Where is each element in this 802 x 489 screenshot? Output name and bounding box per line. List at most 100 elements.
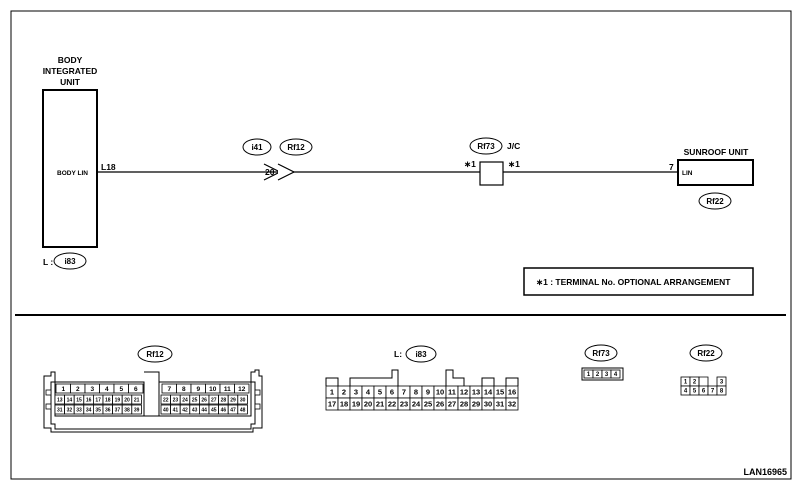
rf12-pin-cell-48 bbox=[237, 404, 248, 415]
rf12-pin-number-7: 7 bbox=[167, 386, 171, 393]
sunroof-terminal: 7 bbox=[669, 162, 674, 172]
i83-pin-number-4: 4 bbox=[366, 388, 371, 397]
i83-pin-number-32: 32 bbox=[508, 400, 516, 409]
rf12-pin-number-40: 40 bbox=[163, 407, 169, 413]
rf12-pin-number-11: 11 bbox=[224, 386, 231, 393]
i83-pin-number-11: 11 bbox=[448, 388, 456, 397]
sunroof-lin-label: LIN bbox=[682, 170, 693, 177]
rf12-pin-number-42: 42 bbox=[182, 407, 188, 413]
i83-pin-number-19: 19 bbox=[352, 400, 360, 409]
rf22-pin-number-6: 6 bbox=[702, 389, 706, 395]
rf12-latch-left-2 bbox=[45, 403, 52, 410]
rf12-pin-cell-39 bbox=[131, 404, 142, 415]
connector-rf73-label: Rf73 bbox=[477, 142, 495, 151]
rf73-pin-number-3: 3 bbox=[605, 372, 609, 378]
i83-pin-number-9: 9 bbox=[426, 388, 430, 397]
i83-pin-number-29: 29 bbox=[472, 400, 480, 409]
joint-connector-box bbox=[479, 161, 504, 186]
rf73-pin-number-4: 4 bbox=[614, 372, 618, 378]
i83-housing-keys bbox=[325, 369, 519, 386]
rf73-pin-number-1: 1 bbox=[587, 372, 591, 378]
i83-view-label: i83 bbox=[415, 350, 427, 359]
rf12-pin-cell-30 bbox=[237, 394, 248, 405]
body-unit-box bbox=[42, 89, 98, 248]
body-unit-title-line-2: INTEGRATED bbox=[43, 66, 98, 76]
note-box bbox=[523, 267, 754, 296]
sunroof-unit-box bbox=[677, 159, 754, 186]
rf22-view-label: Rf22 bbox=[697, 349, 715, 358]
rf22-pin-number-7: 7 bbox=[711, 389, 715, 395]
i83-pin-number-14: 14 bbox=[484, 388, 493, 397]
connector-rf73-badge bbox=[469, 137, 503, 155]
rf12-pin-number-15: 15 bbox=[76, 397, 82, 403]
rf12-pin-cell-12 bbox=[234, 383, 250, 394]
rf12-pin-number-10: 10 bbox=[209, 386, 217, 393]
rf22-view-badge bbox=[689, 344, 723, 362]
connector-pin-number: 20 bbox=[265, 167, 275, 177]
rf12-housing bbox=[43, 369, 263, 433]
rf12-pin-number-47: 47 bbox=[230, 407, 236, 413]
rf12-pin-number-45: 45 bbox=[211, 407, 217, 413]
rf12-pin-number-18: 18 bbox=[105, 397, 111, 403]
joint-connector-type: J/C bbox=[507, 141, 520, 151]
rf12-pin-cell-21 bbox=[131, 394, 142, 405]
i83-pin-number-24: 24 bbox=[412, 400, 421, 409]
joint-connector: Rf73 J/C ∗1 ∗1 bbox=[464, 137, 520, 186]
i83-pin-number-6: 6 bbox=[390, 388, 394, 397]
rf12-pin-number-22: 22 bbox=[163, 397, 169, 403]
rf12-latch-right-2 bbox=[254, 403, 261, 410]
sunroof-unit-title: SUNROOF UNIT bbox=[684, 147, 750, 157]
rf12-view-badge bbox=[137, 345, 173, 363]
rf73-view-label: Rf73 bbox=[592, 349, 610, 358]
note-text: ∗1 : TERMINAL No. OPTIONAL ARRANGEMENT bbox=[536, 277, 731, 287]
rf22-pin-number-2: 2 bbox=[693, 380, 697, 386]
i83-pin-number-22: 22 bbox=[388, 400, 396, 409]
i83-pin-number-5: 5 bbox=[378, 388, 382, 397]
connector-rf22-label: Rf22 bbox=[706, 197, 724, 206]
rf12-pin-number-27: 27 bbox=[211, 397, 217, 403]
inline-connector: i41 Rf12 20 bbox=[242, 138, 313, 181]
i83-pin-number-12: 12 bbox=[460, 388, 468, 397]
joint-left-mark: ∗1 bbox=[464, 159, 476, 169]
rf12-pin-number-5: 5 bbox=[119, 386, 123, 393]
body-lin-label: BODY LIN bbox=[57, 170, 88, 177]
i83-pin-number-18: 18 bbox=[340, 400, 348, 409]
connector-rf12-badge bbox=[279, 138, 313, 156]
i83-pin-number-21: 21 bbox=[376, 400, 384, 409]
rf22-key-notch bbox=[698, 376, 709, 386]
rf22-pin-number-3: 3 bbox=[720, 380, 724, 386]
i83-pin-number-25: 25 bbox=[424, 400, 432, 409]
i83-pin-number-1: 1 bbox=[330, 388, 334, 397]
rf12-pin-number-41: 41 bbox=[173, 407, 179, 413]
i83-pin-number-8: 8 bbox=[414, 388, 418, 397]
connector-arrow-2 bbox=[277, 163, 296, 181]
rf12-center-key bbox=[144, 371, 160, 417]
rf12-pin-number-19: 19 bbox=[115, 397, 121, 403]
rf12-pin-number-14: 14 bbox=[67, 397, 73, 403]
rf12-pin-number-21: 21 bbox=[134, 397, 140, 403]
rf12-pin-number-37: 37 bbox=[115, 407, 121, 413]
rf12-pin-number-46: 46 bbox=[221, 407, 227, 413]
i83-view-prefix: L: bbox=[394, 349, 402, 359]
rf12-pin-number-39: 39 bbox=[134, 407, 140, 413]
rf12-pin-number-35: 35 bbox=[95, 407, 101, 413]
rf73-view-badge bbox=[584, 344, 618, 362]
rf12-pin-number-43: 43 bbox=[192, 407, 198, 413]
rf12-pin-number-8: 8 bbox=[182, 386, 186, 393]
i83-pin-number-27: 27 bbox=[448, 400, 456, 409]
i83-pin-number-31: 31 bbox=[496, 400, 504, 409]
rf12-latch-left-1 bbox=[45, 389, 52, 396]
rf12-pin-number-12: 12 bbox=[238, 386, 246, 393]
connector-rf12-label: Rf12 bbox=[287, 143, 305, 152]
rf12-latch-right-1 bbox=[254, 389, 261, 396]
rf22-pin-cell-8 bbox=[716, 385, 727, 396]
i83-pin-number-7: 7 bbox=[402, 388, 406, 397]
figure-id: LAN16965 bbox=[743, 467, 787, 477]
rf12-pin-number-13: 13 bbox=[57, 397, 63, 403]
i83-pin-number-20: 20 bbox=[364, 400, 372, 409]
